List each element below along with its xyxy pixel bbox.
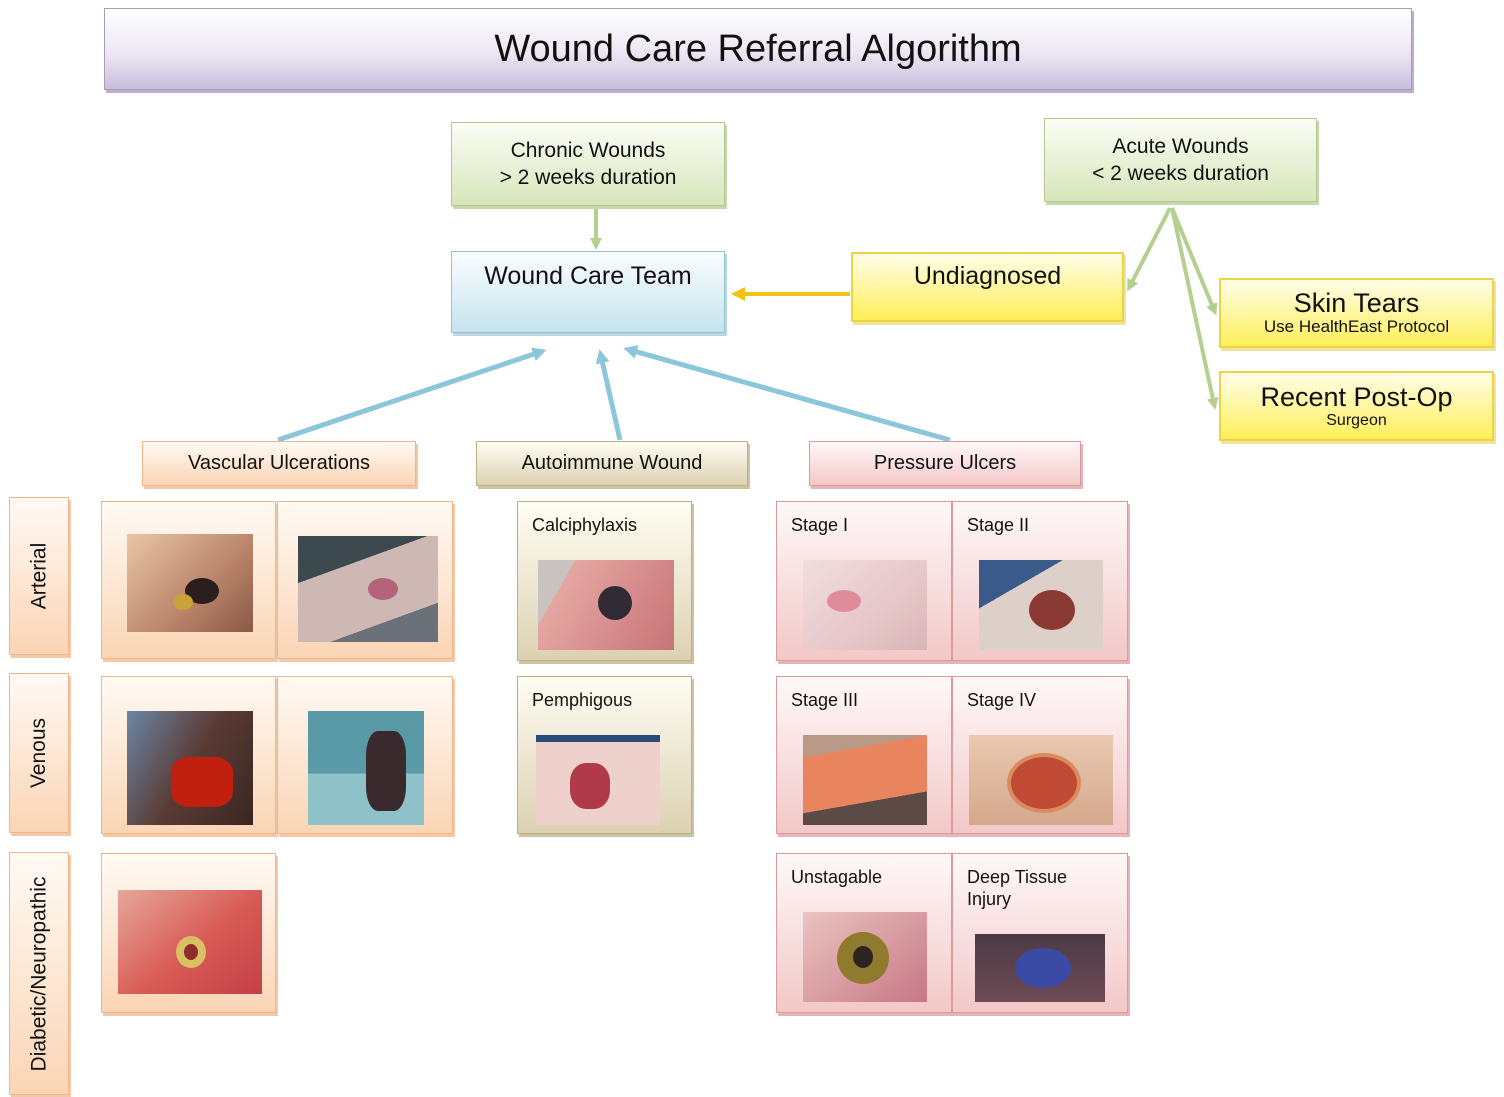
- skin-tears-sub: Use HealthEast Protocol: [1263, 317, 1450, 336]
- skin-tears-box: Skin Tears Use HealthEast Protocol: [1219, 278, 1494, 348]
- stage-3-cell: Stage III: [776, 676, 952, 834]
- title-banner: Wound Care Referral Algorithm: [104, 8, 1412, 90]
- undiagnosed-label: Undiagnosed: [913, 262, 1062, 290]
- arterial-label: Arterial: [27, 542, 50, 610]
- acute-to-undiagnosed-arrow: [1127, 207, 1172, 292]
- unstagable-cell: Unstagable: [776, 853, 952, 1013]
- stage-1-label: Stage I: [791, 515, 849, 535]
- deep-tissue-injury-label: Deep Tissue Injury: [967, 867, 1068, 909]
- chronic-line2: > 2 weeks duration: [499, 166, 677, 189]
- skin-tears-title: Skin Tears: [1293, 288, 1420, 318]
- stage-1-cell: Stage I: [776, 501, 952, 661]
- calciphylaxis-cell: Calciphylaxis: [517, 501, 692, 661]
- unstagable-photo: [803, 912, 927, 1002]
- unstagable-label: Unstagable: [791, 867, 883, 887]
- arterial-wound-photo-2: [298, 536, 438, 642]
- stage-2-cell: Stage II: [952, 501, 1128, 661]
- venous-image-cell-2: [277, 676, 453, 834]
- acute-line1: Acute Wounds: [1112, 135, 1249, 158]
- stage-4-label: Stage IV: [967, 690, 1037, 710]
- venous-wound-photo-1: [127, 711, 253, 825]
- wound-care-team-label: Wound Care Team: [484, 262, 692, 290]
- acute-to-skin-tears-arrow: [1170, 207, 1218, 316]
- post-op-box: Recent Post-Op Surgeon: [1219, 371, 1494, 441]
- diabetic-label: Diabetic/Neuropathic: [27, 876, 50, 1071]
- deep-tissue-injury-cell: Deep Tissue Injury: [952, 853, 1128, 1013]
- undiagnosed-box: Undiagnosed: [851, 252, 1124, 322]
- vascular-to-team-arrow: [277, 347, 547, 443]
- post-op-sub: Surgeon: [1326, 412, 1387, 429]
- pressure-label: Pressure Ulcers: [873, 452, 1017, 474]
- autoimmune-wound-header: Autoimmune Wound: [476, 441, 748, 486]
- autoimmune-label: Autoimmune Wound: [521, 452, 703, 474]
- pressure-ulcers-header: Pressure Ulcers: [809, 441, 1081, 486]
- row-label-diabetic: Diabetic/Neuropathic: [9, 852, 69, 1095]
- stage-2-label: Stage II: [967, 515, 1030, 535]
- stage-3-label: Stage III: [791, 690, 859, 710]
- pemphigous-photo: [536, 735, 660, 825]
- row-label-arterial: Arterial: [9, 497, 69, 655]
- calciphylaxis-label: Calciphylaxis: [532, 515, 638, 535]
- stage-3-photo: [803, 735, 927, 825]
- autoimmune-to-team-arrow: [595, 349, 623, 441]
- venous-image-cell-1: [101, 676, 276, 834]
- calciphylaxis-photo: [538, 560, 674, 650]
- arterial-image-cell-2: [277, 501, 453, 659]
- chronic-wounds-box: Chronic Wounds > 2 weeks duration: [451, 122, 725, 206]
- arterial-wound-photo-1: [127, 534, 253, 632]
- vascular-ulcerations-header: Vascular Ulcerations: [142, 441, 416, 486]
- diabetic-image-cell: [101, 853, 276, 1013]
- diabetic-wound-photo: [118, 890, 262, 994]
- post-op-title: Recent Post-Op: [1260, 382, 1453, 412]
- vascular-label: Vascular Ulcerations: [188, 452, 370, 474]
- row-label-venous: Venous: [9, 673, 69, 833]
- acute-to-post-op-arrow: [1170, 207, 1219, 410]
- stage-4-photo: [969, 735, 1113, 825]
- pemphigous-cell: Pemphigous: [517, 676, 692, 834]
- stage-4-cell: Stage IV: [952, 676, 1128, 834]
- arterial-image-cell-1: [101, 501, 276, 659]
- pressure-to-team-arrow: [623, 345, 951, 443]
- venous-wound-photo-2: [308, 711, 424, 825]
- deep-tissue-injury-photo: [975, 934, 1105, 1002]
- acute-line2: < 2 weeks duration: [1092, 162, 1269, 185]
- stage-2-photo: [979, 560, 1103, 650]
- pemphigous-label: Pemphigous: [532, 690, 633, 710]
- acute-wounds-box: Acute Wounds < 2 weeks duration: [1044, 118, 1317, 202]
- wound-care-team-box: Wound Care Team: [451, 251, 725, 333]
- stage-1-photo: [803, 560, 927, 650]
- page-title: Wound Care Referral Algorithm: [494, 27, 1022, 70]
- venous-label: Venous: [27, 717, 51, 789]
- chronic-line1: Chronic Wounds: [510, 139, 666, 162]
